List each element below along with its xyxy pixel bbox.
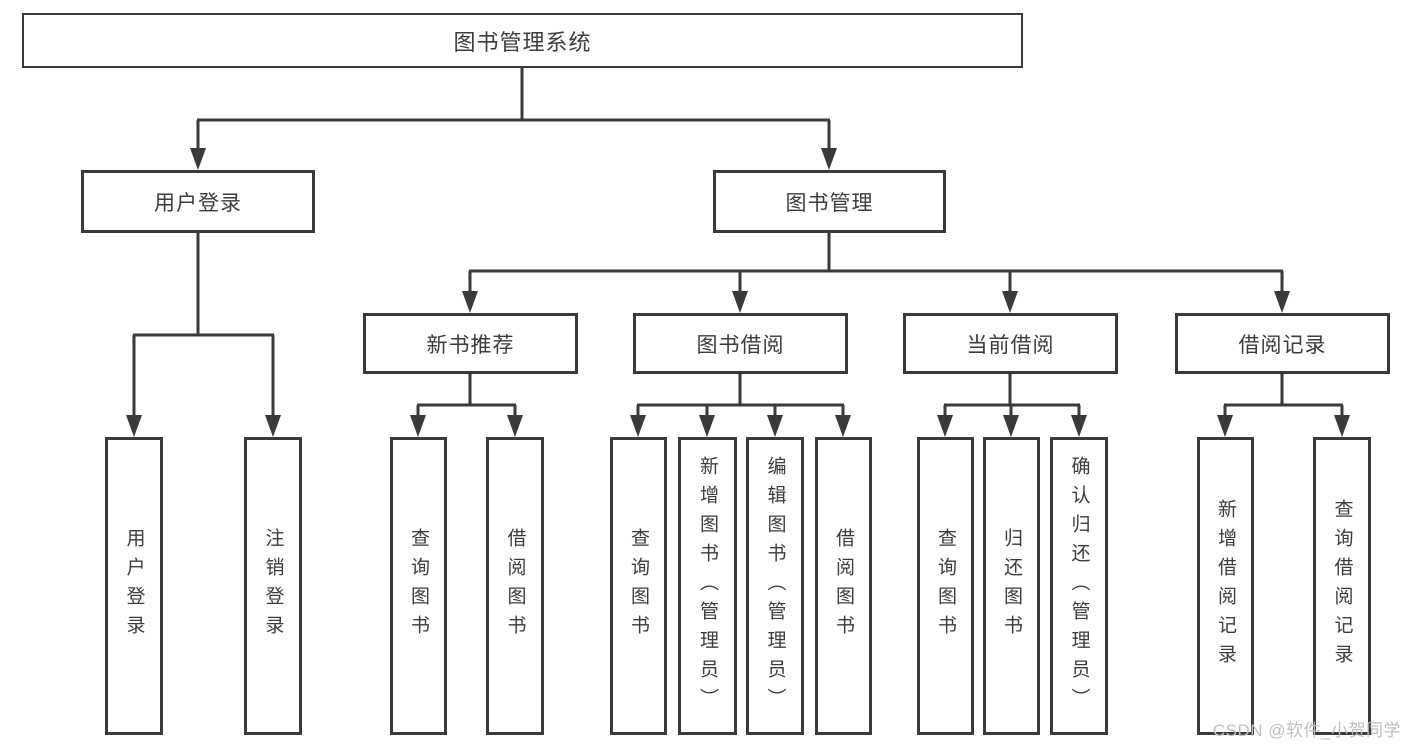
arrowhead-triangles (126, 148, 1350, 437)
leaf-cb-return-books: 归还图书 (983, 437, 1040, 735)
leaf-cb-confirm-return: 确认归还（管理员） (1050, 437, 1108, 735)
node-cat-borrow-records: 借阅记录 (1175, 313, 1390, 374)
leaf-cb-return-books-label: 归还图书 (1001, 528, 1022, 644)
leaf-nbr-query-books-label: 查询图书 (408, 528, 429, 644)
leaf-br-add-record-label: 新增借阅记录 (1215, 499, 1236, 673)
leaf-br-query-record: 查询借阅记录 (1313, 437, 1371, 735)
leaf-br-add-record: 新增借阅记录 (1197, 437, 1254, 735)
leaf-cb-confirm-return-label: 确认归还（管理员） (1068, 455, 1090, 717)
node-cat-new-book-rec: 新书推荐 (363, 313, 578, 374)
node-branch-book-mgmt: 图书管理 (713, 170, 946, 233)
node-cat-book-borrow: 图书借阅 (633, 313, 848, 374)
leaf-br-query-record-label: 查询借阅记录 (1331, 499, 1353, 673)
leaf-bb-add-books: 新增图书（管理员） (678, 437, 737, 735)
leaf-nbr-borrow-books: 借阅图书 (486, 437, 544, 735)
csdn-watermark: CSDN @软件_小贺同学 (1212, 721, 1401, 740)
leaf-logout-label: 注销登录 (262, 528, 284, 644)
leaf-cb-query-books-label: 查询图书 (935, 528, 956, 644)
leaf-nbr-query-books: 查询图书 (390, 437, 447, 735)
leaf-logout: 注销登录 (244, 437, 302, 735)
leaf-user-login: 用户登录 (105, 437, 163, 735)
leaf-bb-query-books-label: 查询图书 (628, 528, 649, 644)
leaf-bb-query-books: 查询图书 (610, 437, 667, 735)
leaf-bb-edit-books-label: 编辑图书（管理员） (764, 455, 786, 717)
leaf-bb-borrow-books-label: 借阅图书 (833, 528, 854, 644)
leaf-bb-borrow-books: 借阅图书 (815, 437, 872, 735)
leaf-nbr-borrow-books-label: 借阅图书 (504, 528, 526, 644)
node-root: 图书管理系统 (22, 13, 1023, 68)
leaf-bb-edit-books: 编辑图书（管理员） (746, 437, 804, 735)
leaf-cb-query-books: 查询图书 (917, 437, 974, 735)
connector-paths (132, 68, 1344, 419)
node-branch-user-login: 用户登录 (81, 170, 315, 233)
leaf-bb-add-books-label: 新增图书（管理员） (697, 455, 718, 717)
leaf-user-login-label: 用户登录 (123, 528, 145, 644)
node-cat-current-borrow: 当前借阅 (903, 313, 1118, 374)
